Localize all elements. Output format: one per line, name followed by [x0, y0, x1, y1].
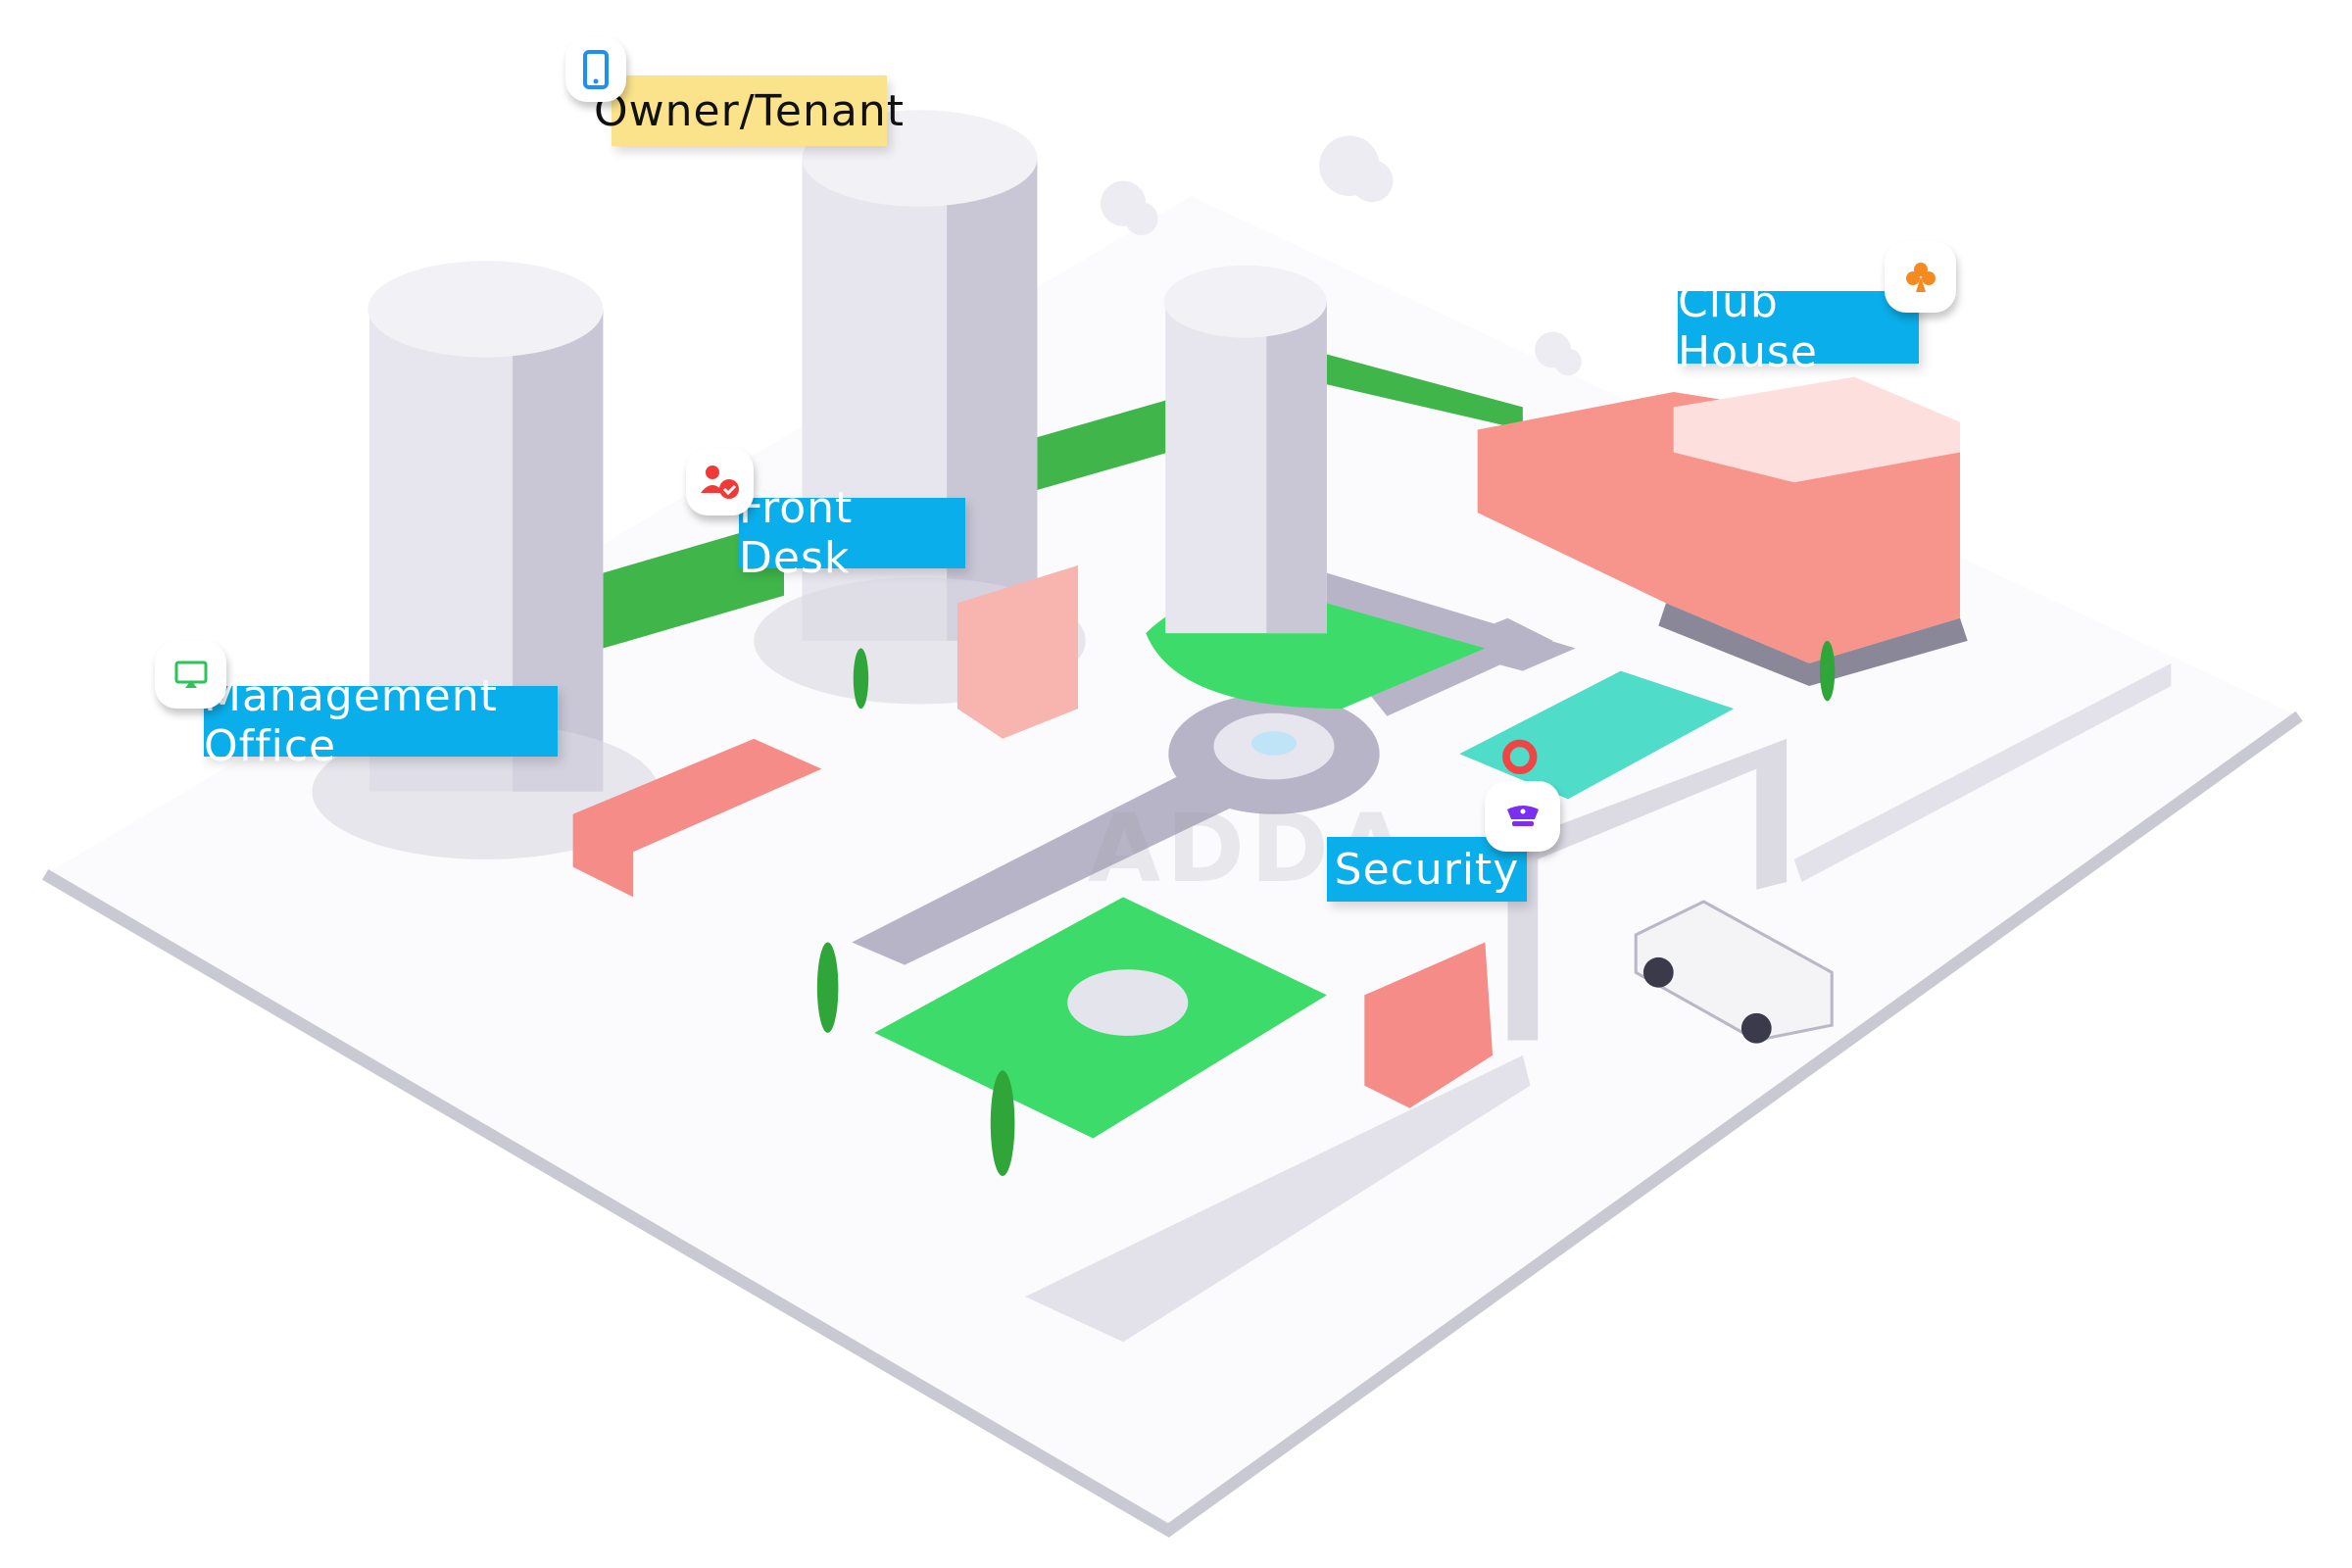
gate-arch — [1507, 738, 1788, 1041]
management-desk — [572, 738, 822, 898]
club-house-label[interactable]: Club House — [1678, 277, 1919, 377]
owner-tenant-icon-box[interactable] — [565, 37, 626, 102]
boundary-wall — [1025, 1054, 1531, 1343]
management-office-label[interactable]: Management Office — [204, 671, 558, 771]
hedge — [1037, 399, 1169, 490]
management-office-icon-box[interactable] — [155, 641, 226, 709]
tree — [816, 942, 839, 1033]
car — [1634, 900, 1834, 1044]
boundary-wall — [1793, 662, 2172, 882]
security-icon-box[interactable] — [1485, 781, 1560, 852]
monitor-icon — [174, 661, 207, 688]
smartphone-icon — [583, 50, 609, 89]
tree — [1819, 640, 1836, 702]
security-label[interactable]: Security — [1327, 837, 1527, 902]
merry-go-round — [1067, 969, 1189, 1036]
life-ring — [1502, 739, 1538, 775]
user-check-icon — [700, 465, 739, 499]
tower-3 — [1163, 265, 1327, 634]
security-booth — [1364, 942, 1494, 1108]
hedge — [603, 519, 784, 649]
guard-cap-icon — [1506, 806, 1539, 826]
club-suit-icon — [1905, 262, 1936, 292]
road — [1356, 617, 1553, 716]
front-desk-icon-box[interactable] — [686, 448, 754, 515]
owner-tenant-label[interactable]: Owner/Tenant — [594, 75, 904, 146]
tree — [853, 648, 869, 710]
road — [852, 738, 1312, 965]
club-house-building — [1477, 376, 1968, 686]
hedge — [1326, 354, 1523, 430]
platform-edge — [42, 710, 2303, 1538]
cloud — [1319, 135, 1394, 203]
front-desk-counter — [956, 564, 1078, 739]
cloud — [1535, 331, 1582, 376]
tree — [990, 1070, 1015, 1176]
fountain-water — [1250, 731, 1298, 756]
tower-1 — [312, 261, 660, 859]
club-house-icon-box[interactable] — [1885, 241, 1956, 313]
cloud — [1101, 180, 1158, 235]
front-desk-label[interactable]: Front Desk — [739, 483, 965, 583]
